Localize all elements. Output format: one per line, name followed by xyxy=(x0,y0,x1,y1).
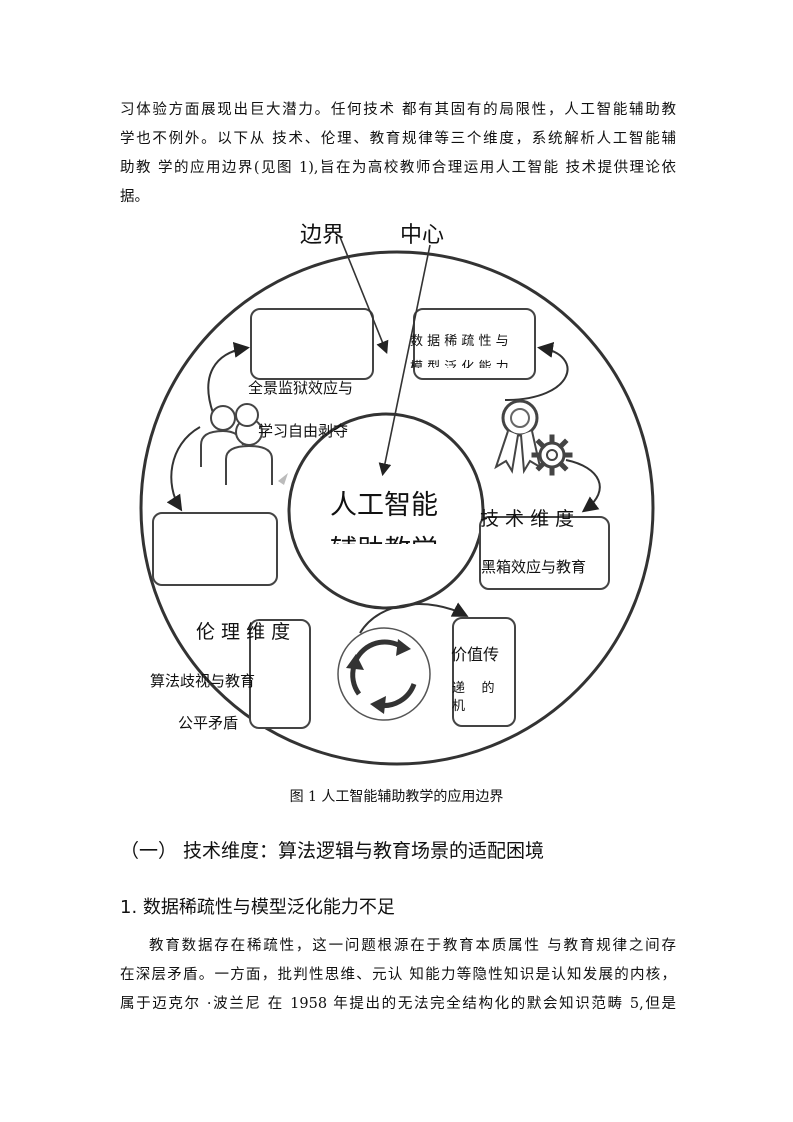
arrow-badge-to-box xyxy=(504,341,569,401)
intro-line: 习体验方面展现出巨大潜力。任何技术 都有其固有的局限性，人工智能辅助教 xyxy=(120,102,676,118)
center-title-line2-clipped: 辅助教学 xyxy=(330,530,450,544)
center-title-line1: 人工智能 xyxy=(330,490,438,521)
label-panopticon-line1: 全景监狱效应与 xyxy=(248,379,354,397)
box-top-right xyxy=(413,308,536,380)
box-bottom-left xyxy=(249,619,311,729)
label-value-line2: 递 的 xyxy=(452,681,495,696)
arrow-people-to-left-box xyxy=(166,426,201,512)
label-ethics-dimension: 伦 理 维 度 xyxy=(196,621,291,643)
intro-line: 据。 xyxy=(120,189,149,205)
decor-mark xyxy=(278,473,288,485)
figure-caption: 图 1 人工智能辅助教学的应用边界 xyxy=(289,789,504,805)
arrow-cycle-to-box xyxy=(359,602,469,634)
label-value-line1: 价值传 xyxy=(451,645,500,664)
body-line: 在深层矛盾。一方面，批判性思维、元认 知能力等隐性知识是认知发展的内核， xyxy=(120,967,676,983)
body-line: 属于迈克尔 ·波兰尼 在 1958 年提出的无法完全结构化的默会知识范畴 5,但… xyxy=(120,996,676,1012)
center-circle xyxy=(287,412,485,610)
center-pointer-arrow xyxy=(378,244,431,477)
label-algo-bias-line1: 算法歧视与教育 xyxy=(150,672,256,690)
label-model-generalization-clipped: 模 型 泛 化 能 力 xyxy=(410,360,509,368)
label-black-box: 黑箱效应与教育 xyxy=(481,558,587,576)
box-right xyxy=(479,516,610,590)
box-top-left xyxy=(250,308,374,380)
arrow-people-to-box xyxy=(207,342,250,414)
box-left xyxy=(152,512,278,586)
box-bottom-right xyxy=(452,617,516,727)
label-panopticon-line2: 学习自由剥夺 xyxy=(258,422,349,440)
body-line: 教育数据存在稀疏性，这一问题根源在于教育本质属性 与教育规律之间存 xyxy=(149,938,676,954)
label-center: 中心 xyxy=(400,223,445,248)
section-heading: （一） 技术维度：算法逻辑与教育场景的适配困境 xyxy=(120,840,545,862)
label-data-sparsity: 数 据 稀 疏 性 与 xyxy=(410,334,509,349)
subsection-heading: 1. 数据稀疏性与模型泛化能力不足 xyxy=(120,897,395,918)
intro-line: 学也不例外。以下从 技术、伦理、教育规律等三个维度，系统解析人工智能辅 xyxy=(120,131,676,147)
figure-application-boundary: 边界 中心 数 据 稀 疏 性 与 模 型 泛 化 能 力 全景监狱效应与 学习… xyxy=(0,205,793,775)
arrow-gear-to-right-box xyxy=(565,459,601,513)
label-algo-bias-line2: 公平矛盾 xyxy=(178,714,239,732)
label-boundary: 边界 xyxy=(300,223,345,248)
intro-paragraph: 习体验方面展现出巨大潜力。任何技术 都有其固有的局限性，人工智能辅助教 学也不例… xyxy=(120,96,676,212)
refresh-cycle-icon xyxy=(337,627,431,721)
award-badge-icon xyxy=(494,399,542,475)
gear-icon xyxy=(531,434,573,476)
figure-diagram xyxy=(139,236,655,766)
intro-line: 助教 学的应用边界(见图 1),旨在为高校教师合理运用人工智能 技术提供理论依 xyxy=(120,160,676,176)
boundary-pointer-arrow xyxy=(339,236,389,354)
body-paragraph: 教育数据存在稀疏性，这一问题根源在于教育本质属性 与教育规律之间存 在深层矛盾。… xyxy=(120,932,676,1019)
outer-boundary-circle xyxy=(139,250,655,766)
label-value-line3: 机 xyxy=(452,699,466,714)
people-icon xyxy=(200,403,273,485)
label-tech-dimension: 技 术 维 度 xyxy=(480,508,575,530)
